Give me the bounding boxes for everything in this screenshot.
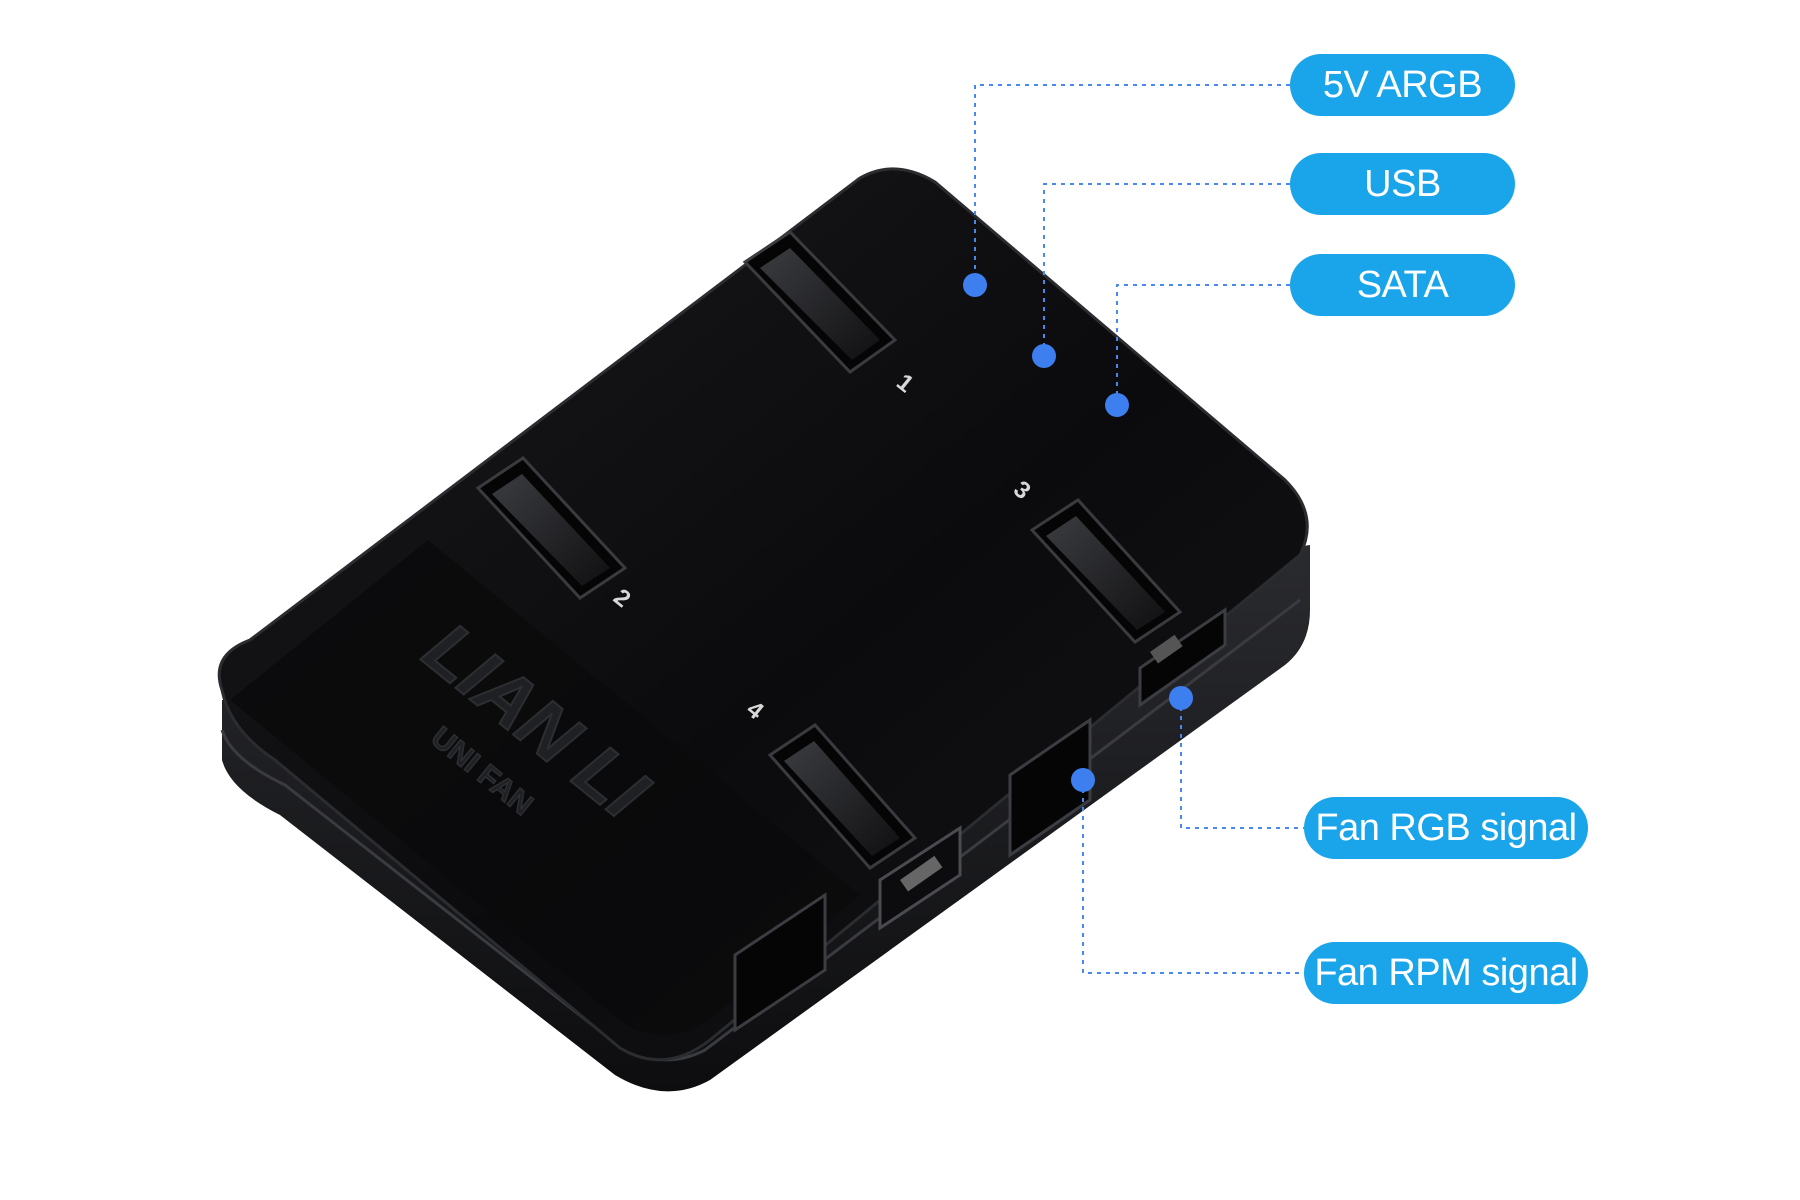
side-connector-argb xyxy=(1138,607,1227,708)
dot-argb xyxy=(963,273,987,297)
leader-sata xyxy=(1116,284,1290,405)
callout-label-usb: USB xyxy=(1290,153,1515,215)
dot-usb xyxy=(1032,344,1056,368)
leader-lines xyxy=(974,84,1304,974)
callout-label-fan-rpm-signal: Fan RPM signal xyxy=(1304,942,1588,1004)
callout-label-fan-rgb-signal: Fan RGB signal xyxy=(1304,797,1588,859)
leader-argb xyxy=(974,84,1290,285)
dot-sata xyxy=(1105,393,1129,417)
callout-label-sata: SATA xyxy=(1290,254,1515,316)
hub-device: LIAN LI UNI FAN 1 2 3 4 xyxy=(217,167,1310,1092)
leader-fan-rpm xyxy=(1082,780,1304,974)
side-connector-usb xyxy=(733,892,827,1033)
callout-dots xyxy=(963,273,1193,792)
dot-fan-rgb xyxy=(1169,686,1193,710)
side-connector-sata xyxy=(1008,717,1092,858)
side-connector-fan xyxy=(878,825,962,931)
dot-fan-rpm xyxy=(1071,768,1095,792)
callout-label-5v-argb: 5V ARGB xyxy=(1290,54,1515,116)
fan-port-3: 3 xyxy=(1008,476,1183,644)
leader-fan-rgb xyxy=(1180,698,1304,829)
leader-usb xyxy=(1043,183,1290,356)
hub-front-band xyxy=(230,540,860,1036)
